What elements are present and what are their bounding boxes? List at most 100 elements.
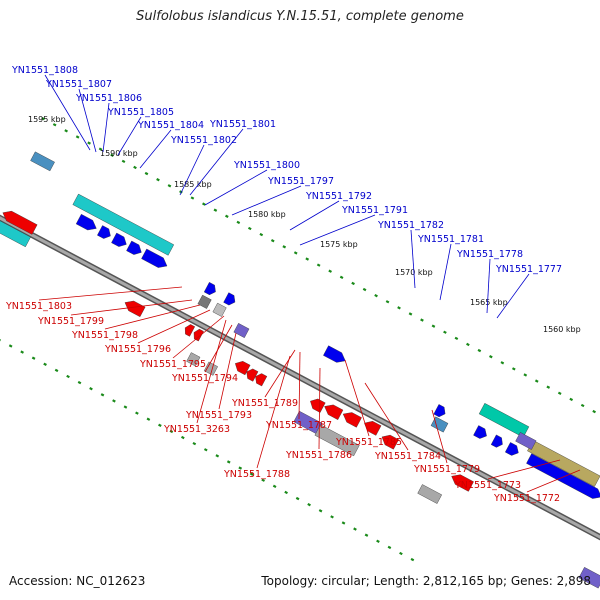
reverse-gene-arrow: [324, 404, 344, 420]
forward-leader-line: [299, 214, 376, 246]
forward-gene-label: YN1551_1800: [233, 160, 300, 171]
reverse-gene-label: YN1551_1795: [139, 359, 206, 370]
lower-tick-dot: [169, 429, 174, 434]
upper-tick-dot: [236, 220, 241, 225]
forward-leader-line: [189, 128, 244, 196]
lower-tick-dot: [112, 399, 116, 403]
upper-tick-dot: [397, 306, 401, 310]
reverse-gene-label: YN1551_1796: [104, 344, 171, 355]
forward-leader-line: [486, 258, 491, 314]
feature-block-grey: [186, 352, 201, 367]
upper-tick-dot: [305, 257, 310, 261]
reverse-leader-line: [318, 367, 321, 450]
scale-label: 1565 kbp: [470, 298, 508, 307]
reverse-gene-arrow: [246, 368, 259, 382]
reverse-gene-arrow: [364, 421, 382, 436]
reverse-leader-line: [172, 315, 225, 359]
lower-tick-dot: [238, 466, 243, 470]
lower-tick-dot: [20, 350, 24, 354]
forward-gene-label: YN1551_1805: [107, 107, 174, 118]
forward-gene-arrow: [203, 282, 216, 296]
reverse-leader-line: [431, 409, 448, 464]
reverse-gene-label: YN1551_1787: [265, 420, 332, 431]
lower-tick-dot: [249, 472, 254, 476]
upper-tick-dot: [225, 214, 229, 218]
reverse-leader-line: [196, 319, 227, 424]
upper-tick-dot: [133, 165, 137, 170]
forward-gene-label: YN1551_1791: [341, 205, 408, 216]
lower-tick-dot: [146, 417, 151, 421]
upper-tick-dot: [259, 232, 264, 237]
reverse-leader-line: [104, 304, 201, 330]
feature-block-cyan: [0, 220, 31, 248]
lower-tick-dot: [215, 454, 220, 458]
reverse-gene-label: YN1551_1785: [335, 437, 402, 448]
forward-leader-line: [179, 144, 205, 196]
lower-tick-dot: [203, 448, 208, 452]
upper-tick-dot: [41, 116, 46, 121]
feature-block-purple: [515, 432, 537, 450]
reverse-gene-label: YN1551_1779: [413, 464, 480, 475]
upper-tick-dot: [592, 409, 596, 414]
reverse-gene-arrow: [342, 412, 362, 428]
upper-tick-dot: [213, 208, 218, 212]
lower-tick-dot: [226, 460, 231, 464]
forward-gene-arrow: [223, 292, 236, 306]
forward-leader-line: [204, 169, 268, 206]
forward-leader-line: [496, 273, 530, 319]
scale-label: 1585 kbp: [174, 180, 212, 189]
upper-tick-dot: [293, 251, 298, 255]
upper-tick-dot: [374, 293, 378, 298]
upper-tick-dot: [534, 379, 539, 383]
upper-tick-dot: [339, 275, 344, 280]
reverse-gene-label: YN1551_1788: [223, 469, 290, 480]
forward-leader-line: [78, 88, 97, 153]
feature-block-grey: [212, 302, 227, 317]
reverse-gene-arrow: [2, 210, 38, 235]
forward-gene-arrow: [75, 213, 97, 231]
lower-tick-dot: [284, 490, 288, 495]
upper-tick-dot: [316, 263, 321, 267]
forward-gene-label: YN1551_1777: [495, 264, 562, 275]
reverse-leader-line: [218, 332, 237, 410]
reverse-gene-label: YN1551_1772: [493, 493, 560, 504]
forward-gene-label: YN1551_1801: [209, 119, 276, 130]
upper-tick-dot: [328, 269, 332, 273]
reverse-leader-line: [364, 382, 409, 451]
genome-summary-text: Topology: circular; Length: 2,812,165 bp…: [261, 574, 591, 588]
reverse-gene-label: YN1551_1786: [285, 450, 352, 461]
reverse-leader-line: [38, 286, 183, 301]
forward-gene-arrow: [323, 345, 346, 363]
upper-tick-dot: [385, 300, 390, 304]
lower-tick-dot: [295, 496, 300, 501]
lower-tick-dot: [364, 533, 369, 537]
feature-block-grey: [417, 484, 443, 504]
upper-tick-dot: [431, 324, 436, 328]
lower-tick-dot: [43, 362, 47, 366]
reverse-leader-line: [526, 469, 581, 493]
reverse-leader-line: [204, 324, 233, 373]
feature-block-teal: [478, 402, 530, 438]
lower-tick-dot: [0, 339, 2, 342]
upper-tick-dot: [247, 226, 252, 231]
forward-gene-label: YN1551_1792: [305, 191, 372, 202]
reverse-gene-arrow: [255, 373, 268, 387]
reverse-gene-label: YN1551_1799: [37, 316, 104, 327]
forward-leader-line: [410, 229, 416, 289]
upper-tick-dot: [110, 153, 114, 157]
forward-leader-line: [289, 200, 340, 231]
lower-tick-dot: [192, 441, 197, 446]
reverse-leader-line: [344, 359, 370, 437]
upper-tick-dot: [351, 281, 355, 286]
accession-text: Accession: NC_012623: [9, 574, 146, 588]
feature-block-steel: [30, 151, 55, 172]
label-layer: YN1551_1808YN1551_1807YN1551_1806YN1551_…: [5, 65, 581, 504]
feature-block-grey: [314, 424, 360, 457]
reverse-leader-line: [137, 309, 211, 344]
lower-tick-dot: [100, 393, 105, 397]
lower-tick-dot: [341, 521, 346, 525]
feature-block-purple: [578, 566, 600, 589]
reverse-gene-arrow: [184, 324, 196, 337]
upper-tick-dot: [156, 178, 160, 182]
